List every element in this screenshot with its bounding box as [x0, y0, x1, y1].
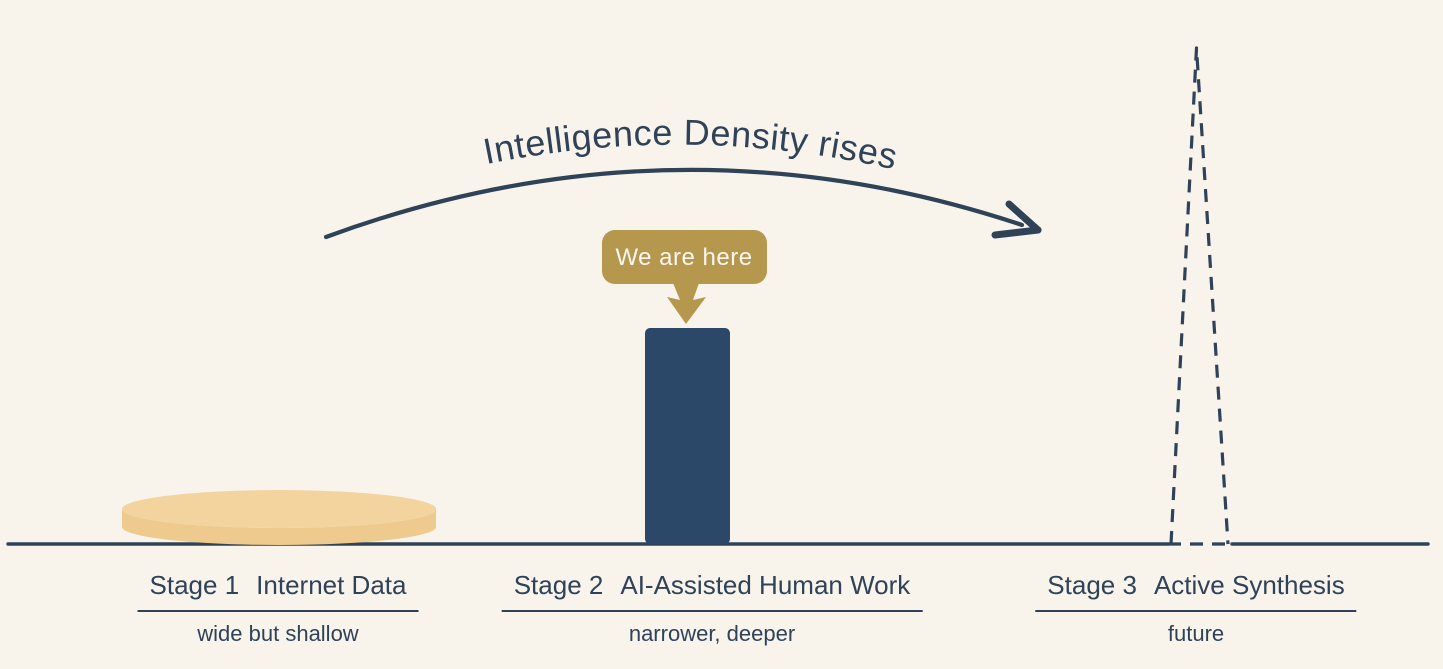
badge-background	[602, 230, 767, 284]
stage-1-name: Internet Data	[256, 570, 407, 600]
arrow-head-upper-barb	[1005, 200, 1042, 234]
stage-2-subtitle: narrower, deeper	[628, 621, 796, 646]
diagram-title-text: Intelligence Density rises	[480, 112, 901, 178]
we-are-here-badge: We are here	[602, 230, 767, 324]
stage-3-subtitle: future	[1167, 621, 1225, 646]
stage3-spike-shape	[1169, 46, 1230, 545]
badge-pointer-arrow-icon	[667, 283, 706, 324]
stage-3-heading: Stage 3 Active Synthesis	[1035, 569, 1357, 612]
stage-3-number: Stage 3	[1047, 570, 1137, 600]
stage2-bar-shape	[645, 328, 730, 544]
disc-side	[122, 509, 436, 545]
stage-3-label-block: Stage 3 Active Synthesis future	[1035, 569, 1357, 647]
stage-1-number: Stage 1	[149, 570, 240, 600]
arrow-head-lower-barb	[991, 226, 1042, 239]
stage-2-label-block: Stage 2 AI-Assisted Human Work narrower, …	[501, 569, 923, 647]
stage-3-name: Active Synthesis	[1153, 570, 1345, 600]
stage1-disc-shape	[122, 490, 436, 545]
stage-1-label-block: Stage 1 Internet Data wide but shallow	[137, 569, 419, 647]
stage-2-name: AI-Assisted Human Work	[620, 570, 911, 600]
stage-2-heading: Stage 2 AI-Assisted Human Work	[501, 569, 923, 612]
rising-arc	[323, 167, 1025, 240]
diagram-title: Intelligence Density rises	[480, 112, 902, 178]
disc-top	[122, 490, 436, 528]
stage-1-subtitle: wide but shallow	[197, 621, 359, 646]
arrow-head-icon	[991, 200, 1042, 239]
badge-label: We are here	[615, 244, 752, 271]
stage-2-number: Stage 2	[513, 570, 604, 600]
stage-1-heading: Stage 1 Internet Data	[137, 569, 419, 612]
